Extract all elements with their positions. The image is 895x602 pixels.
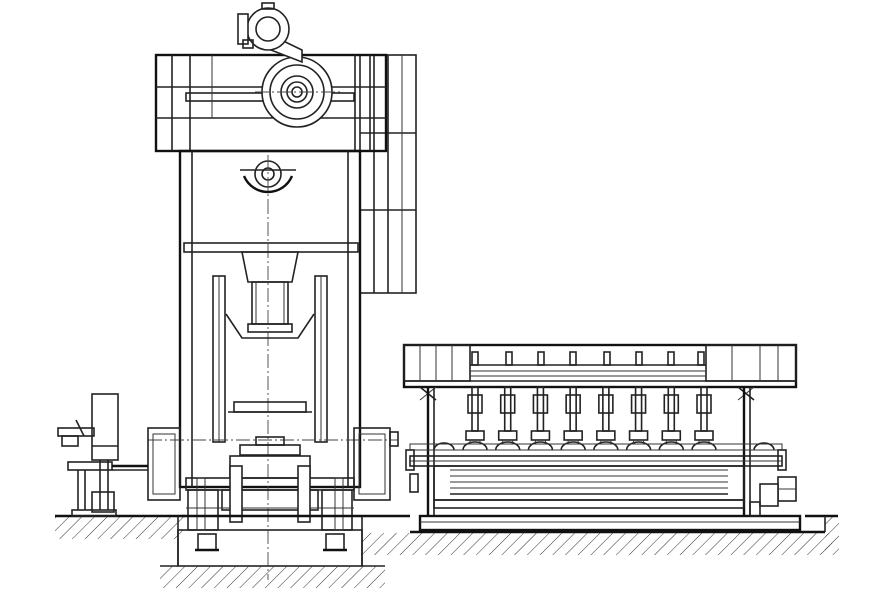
drive-motor [237, 2, 303, 64]
crank-gear [240, 155, 296, 200]
lifter-column [691, 386, 717, 451]
left-side-block [147, 427, 181, 501]
die-area [148, 401, 398, 456]
top-studs [471, 351, 705, 366]
lifter-column [527, 386, 554, 451]
press-frame [178, 149, 362, 580]
gripper-end-cam [433, 442, 455, 451]
lifter-column [560, 386, 586, 451]
side-feeder [57, 393, 148, 517]
right-side-block [353, 427, 391, 501]
transfer-drive-motor [749, 476, 797, 517]
conveyor-bed [409, 465, 802, 532]
slide-ram [225, 251, 315, 339]
lifter-column [462, 386, 488, 451]
right-side-block-inner [358, 433, 386, 495]
flywheel [255, 56, 340, 128]
left-side-block-inner [152, 433, 176, 495]
press-bed [182, 455, 362, 531]
multi-station-transfer-unit [402, 343, 802, 532]
gripper-end-cam [753, 442, 775, 451]
lifter-column [494, 386, 521, 451]
lifter-column [658, 386, 685, 451]
lifter-column [593, 386, 619, 451]
floor-line [55, 514, 839, 555]
press-foundation [160, 516, 385, 588]
right-side-lug [389, 431, 399, 447]
side-counterweight-panel [359, 54, 417, 294]
crank-press [147, 2, 417, 580]
lifter-columns [433, 386, 775, 451]
lifter-column [625, 386, 652, 451]
